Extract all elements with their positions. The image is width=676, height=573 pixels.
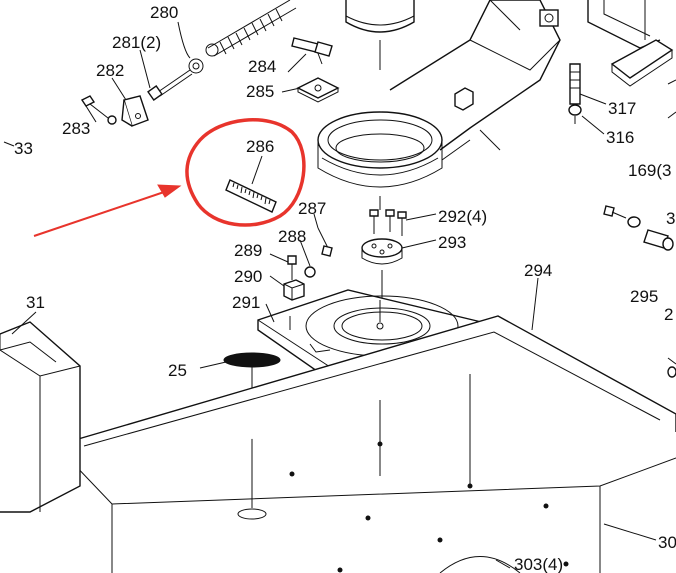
label-169: 169(3 (628, 161, 671, 180)
label-281: 281(2) (112, 33, 161, 52)
handle-part (291, 37, 333, 65)
label-31: 31 (26, 293, 45, 312)
label-283: 283 (62, 119, 90, 138)
scale-part (225, 179, 277, 213)
ring-bolt-part (147, 58, 204, 101)
head-housing-part (317, 0, 561, 210)
highlight-circle (185, 118, 306, 227)
highlight-arrow-head (157, 184, 182, 198)
bracket-part (80, 95, 149, 127)
frame-part (587, 0, 676, 119)
label-30: 30 (658, 533, 676, 552)
annotation-highlight (33, 118, 306, 237)
hub-part (361, 238, 403, 300)
block-part (283, 279, 305, 301)
part-labels: 280 281(2) 282 283 284 285 286 287 288 2… (14, 3, 676, 573)
column-part (345, 0, 415, 70)
spring-part (205, 0, 297, 57)
label-286: 286 (246, 137, 274, 156)
left-cabinet-part (0, 321, 81, 513)
stud-part (568, 63, 582, 124)
label-291: 291 (232, 293, 260, 312)
bolt-part (317, 227, 333, 257)
label-317: 317 (608, 99, 636, 118)
label-303: 303(4) (514, 555, 563, 573)
label-284: 284 (248, 57, 276, 76)
label-316: 316 (606, 128, 634, 147)
label-3-cut: 3 (666, 209, 675, 228)
leader-lines (3, 21, 657, 569)
nut-part (304, 266, 316, 278)
label-282: 282 (96, 61, 124, 80)
label-287: 287 (298, 199, 326, 218)
label-292: 292(4) (438, 207, 487, 226)
label-33: 33 (14, 139, 33, 158)
screws-part (369, 209, 407, 236)
pin-part (603, 205, 676, 378)
label-294: 294 (524, 261, 552, 280)
label-295-cut: 2 (664, 305, 673, 324)
label-290: 290 (234, 267, 262, 286)
pin-289-part (287, 255, 297, 280)
label-288: 288 (278, 227, 306, 246)
label-293: 293 (438, 233, 466, 252)
base-cabinet-part (67, 315, 676, 573)
label-289: 289 (234, 241, 262, 260)
label-295: 295 (630, 287, 658, 306)
label-280: 280 (150, 3, 178, 22)
label-25: 25 (168, 361, 187, 380)
highlight-arrow-shaft (33, 189, 171, 237)
label-285: 285 (246, 82, 274, 101)
plate-part (296, 77, 340, 103)
